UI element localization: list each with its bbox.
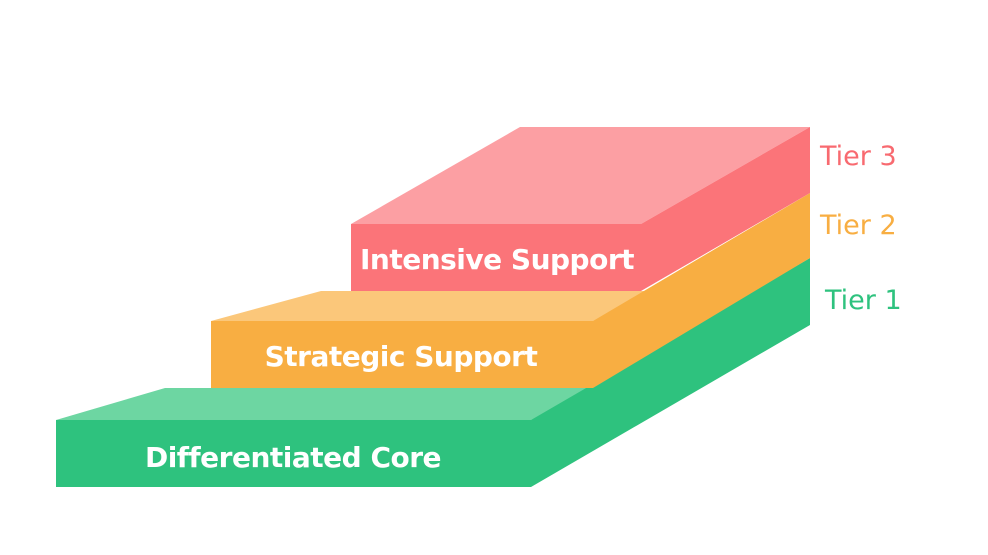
step-tier-3-front (351, 224, 641, 291)
step-tier-1: Differentiated Core (56, 258, 810, 487)
step-tier-2-top (211, 291, 703, 321)
step-tier-1-front (56, 420, 531, 487)
step-tier-3-side (641, 127, 810, 291)
step-tier-2-label: Strategic Support (265, 340, 538, 373)
tier-2-label: Tier 2 (819, 210, 897, 241)
step-tier-2-front (211, 321, 593, 388)
step-tier-1-label: Differentiated Core (145, 441, 441, 474)
step-tier-3: Intensive Support (351, 127, 810, 291)
tier-3-label: Tier 3 (819, 141, 897, 172)
step-tier-3-label: Intensive Support (360, 243, 634, 276)
step-tier-2: Strategic Support (211, 193, 810, 388)
step-tier-1-top (56, 388, 640, 420)
step-tier-3-top (351, 127, 810, 224)
step-tier-1-side (531, 258, 810, 487)
step-tier-2-side (593, 193, 810, 388)
tier-1-label: Tier 1 (824, 285, 902, 316)
